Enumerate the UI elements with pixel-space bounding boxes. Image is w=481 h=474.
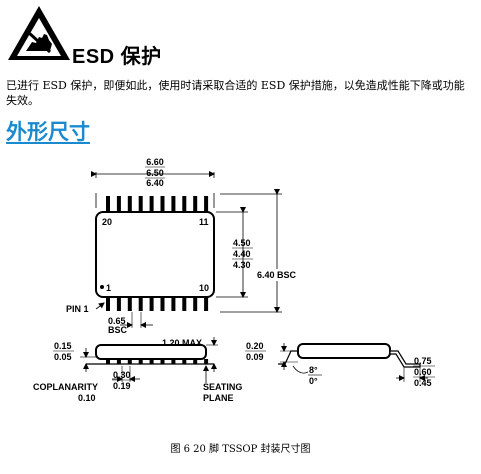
- bottom-lead: [160, 297, 165, 311]
- side-lead: [116, 359, 121, 364]
- esd-warning-icon: [8, 6, 70, 60]
- bottom-lead: [182, 297, 187, 311]
- width-min: 6.40: [146, 178, 164, 188]
- side-leads: [106, 359, 209, 364]
- top-lead: [171, 196, 176, 212]
- standoff-min: 0.05: [54, 352, 72, 362]
- width-max: 6.60: [146, 157, 164, 167]
- lead-width-min: 0.19: [113, 381, 131, 391]
- top-lead: [138, 196, 143, 212]
- esd-paragraph: 已进行 ESD 保护，即便如此，使用时请采取合适的 ESD 保护措施，以免造成性…: [6, 79, 465, 107]
- coplanarity-value: 0.10: [78, 393, 96, 403]
- package-outline-drawing: 20 11 1 10 6.60 6.50 6.40 4.50 4.40 4.30…: [33, 157, 435, 403]
- foot-length-nom: 0.60: [414, 367, 432, 377]
- side-lead: [193, 359, 198, 364]
- side-lead: [127, 359, 132, 364]
- top-lead: [160, 196, 165, 212]
- pin-label-top-right: 11: [199, 217, 209, 227]
- bottom-lead: [116, 297, 121, 311]
- bottom-lead: [138, 297, 143, 311]
- lead-thickness-min: 0.09: [246, 352, 264, 362]
- side-lead: [182, 359, 187, 364]
- width-nom: 6.50: [146, 168, 164, 178]
- pitch-note: BSC: [108, 325, 128, 335]
- figure-caption: 图 6 20 脚 TSSOP 封装尺寸图: [170, 444, 311, 455]
- coplanarity-label: COPLANARITY: [33, 382, 98, 392]
- lead-width-max: 0.30: [113, 370, 131, 380]
- seating-plane-line1: SEATING: [203, 382, 242, 392]
- package-body: [95, 211, 215, 298]
- top-lead: [127, 196, 132, 212]
- top-lead: [149, 196, 154, 212]
- pin-label-bottom-left: 1: [106, 283, 111, 293]
- body-height-nom: 4.40: [233, 249, 251, 259]
- top-lead: [204, 196, 209, 212]
- top-lead: [116, 196, 121, 212]
- section-title: 外形尺寸: [6, 120, 90, 144]
- esd-header: [6, 4, 306, 64]
- bottom-lead: [106, 297, 110, 311]
- body-height-max: 4.50: [233, 238, 251, 248]
- side-lead: [171, 359, 176, 364]
- angle-min: 0°: [309, 376, 318, 386]
- side-lead: [138, 359, 143, 364]
- foot-length-min: 0.45: [414, 378, 432, 388]
- seating-plane-line2: PLANE: [203, 393, 234, 403]
- top-lead: [193, 196, 198, 212]
- lead-thickness-max: 0.20: [246, 341, 264, 351]
- bottom-lead: [127, 297, 132, 311]
- side-lead: [106, 359, 110, 364]
- pin-label-top-left: 20: [102, 217, 112, 227]
- side-lead: [160, 359, 165, 364]
- top-lead: [106, 196, 110, 212]
- bottom-lead: [204, 297, 209, 311]
- bottom-lead: [171, 297, 176, 311]
- top-lead: [182, 196, 187, 212]
- bottom-lead: [193, 297, 198, 311]
- side-lead: [204, 359, 209, 364]
- side-lead: [149, 359, 154, 364]
- body-height-min: 4.30: [233, 260, 251, 270]
- pin1-label: PIN 1: [66, 304, 89, 314]
- standoff-max: 0.15: [54, 341, 72, 351]
- bottom-leads: [106, 297, 209, 311]
- bottom-lead: [149, 297, 154, 311]
- side-body-right: [297, 343, 391, 359]
- max-height: 1.20 MAX: [162, 338, 202, 348]
- pin-label-bottom-right: 10: [199, 283, 209, 293]
- top-leads: [106, 196, 209, 212]
- angle-max: 8°: [309, 365, 318, 375]
- esd-title: ESD 保护: [72, 46, 162, 68]
- total-height: 6.40 BSC: [257, 270, 297, 280]
- foot-length-max: 0.75: [414, 356, 432, 366]
- pin1-dot: [100, 285, 104, 289]
- pitch-value: 0.65: [108, 316, 126, 326]
